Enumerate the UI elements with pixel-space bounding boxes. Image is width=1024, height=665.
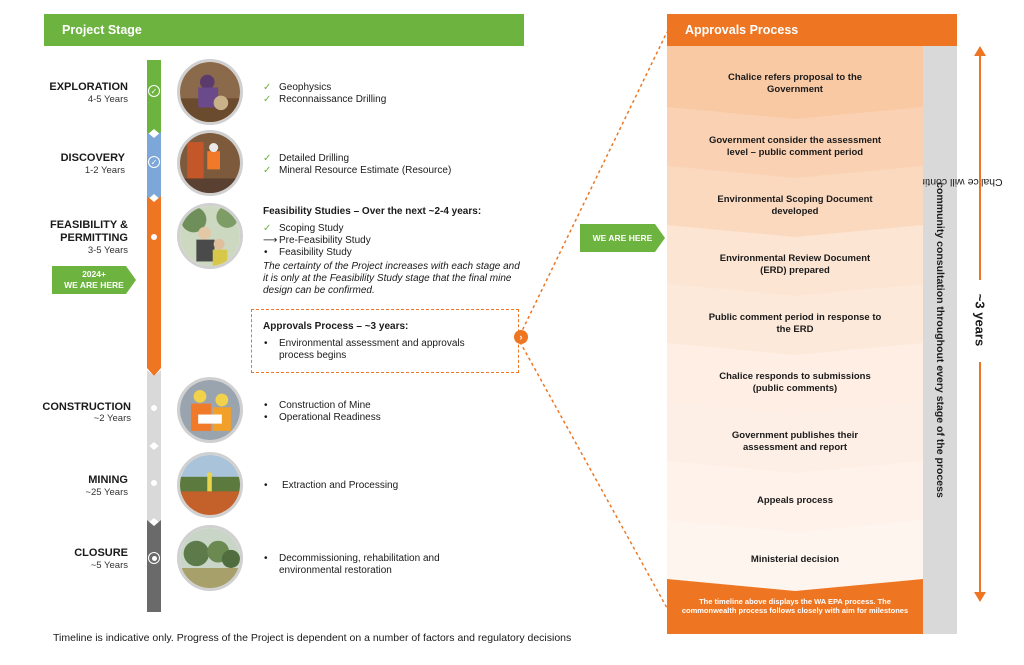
closure-items: • Decommissioning, rehabilitation and env…	[263, 553, 483, 577]
stage-years-closure: ~5 Years	[90, 560, 128, 571]
project-stage-header: Project Stage	[44, 14, 524, 46]
check-icon: ✓	[263, 82, 272, 93]
feasibility-item: Scoping Study	[279, 223, 344, 234]
we-are-here-year: 2024+	[82, 269, 106, 279]
approvals-callout-heading: Approvals Process – ~3 years:	[263, 321, 409, 332]
duration-text: ~3 years	[972, 293, 988, 347]
timeline-node-closure	[148, 552, 160, 564]
bullet-icon: •	[264, 553, 268, 564]
approvals-step-label: Ministerial decision	[750, 553, 840, 565]
approvals-step-label: Government publishes their assessment an…	[731, 430, 859, 453]
discovery-items: ✓ Detailed Drilling ✓ Mineral Resource Est…	[263, 153, 451, 177]
stage-name-feasibility-line1: FEASIBILITY &	[49, 219, 128, 231]
stage-name-construction: CONSTRUCTION	[42, 401, 131, 413]
footer-note: Timeline is indicative only. Progress of…	[53, 632, 572, 644]
construction-photo	[177, 377, 243, 443]
bullet-icon: •	[264, 480, 268, 491]
exploration-photo	[177, 59, 243, 125]
timeline-node-mining	[151, 480, 157, 486]
stage-name-exploration: EXPLORATION	[49, 81, 128, 93]
check-icon: ✓	[263, 223, 272, 234]
approvals-step-label: Government consider the assessment level…	[708, 135, 882, 158]
arrow-right-icon: ⟶	[263, 235, 278, 246]
approvals-callout: Approvals Process – ~3 years: • Environme…	[263, 321, 493, 362]
check-icon: ✓	[263, 165, 272, 176]
approvals-step-label: Chalice refers proposal to the Governmen…	[727, 72, 863, 95]
construction-item: Construction of Mine	[279, 400, 371, 411]
mining-photo	[177, 452, 243, 518]
timeline-node-current	[151, 234, 157, 240]
bullet-icon: •	[264, 247, 268, 258]
stage-years-construction: ~2 Years	[93, 413, 131, 424]
feasibility-note: The certainty of the Project increases w…	[263, 261, 520, 296]
mining-items: • Extraction and Processing	[263, 480, 398, 492]
exploration-item: Reconnaissance Drilling	[279, 94, 387, 105]
bullet-icon: •	[264, 412, 268, 423]
discovery-item: Mineral Resource Estimate (Resource)	[279, 165, 452, 176]
feasibility-item: Pre-Feasibility Study	[279, 235, 371, 246]
mining-item: Extraction and Processing	[282, 480, 399, 491]
community-consultation-bar	[923, 46, 957, 634]
we-are-here-right-tag: WE ARE HERE	[580, 224, 665, 252]
discovery-item: Detailed Drilling	[279, 153, 350, 164]
timeline-segment-feasibility	[147, 196, 161, 376]
exploration-items: ✓ Geophysics ✓ Reconnaissance Drilling	[263, 82, 386, 106]
stage-years-discovery: 1-2 Years	[84, 165, 125, 176]
stage-years-mining: ~25 Years	[85, 487, 128, 498]
feasibility-item: Feasibility Study	[279, 247, 352, 258]
approvals-step-label: Appeals process	[756, 494, 834, 506]
chevron-right-icon: ›	[514, 330, 528, 344]
check-icon: ✓	[263, 94, 272, 105]
closure-item: Decommissioning, rehabilitation and envi…	[279, 553, 440, 576]
check-icon: ✓	[148, 156, 160, 168]
feasibility-heading: Feasibility Studies – Over the next ~2-4…	[263, 206, 482, 217]
feasibility-details: Feasibility Studies – Over the next ~2-4…	[263, 206, 523, 297]
stage-name-mining: MINING	[88, 474, 128, 486]
approvals-process-header: Approvals Process	[667, 14, 957, 46]
project-stage-title: Project Stage	[62, 23, 142, 37]
approvals-callout-item: Environmental assessment and approvals p…	[279, 338, 465, 361]
feasibility-photo	[177, 203, 243, 269]
stage-years-feasibility: 3-5 Years	[87, 245, 128, 256]
check-icon: ✓	[148, 85, 160, 97]
consultation-bold: community consultation throughout every …	[934, 182, 946, 498]
timeline-segment-exploration	[147, 60, 161, 135]
stage-name-feasibility-line2: PERMITTING	[60, 232, 128, 244]
we-are-here-right-label: WE ARE HERE	[592, 232, 653, 243]
we-are-here-label: WE ARE HERE	[64, 280, 124, 290]
timeline-segment-closure	[147, 520, 161, 612]
approvals-step: Chalice refers proposal to the Governmen…	[667, 46, 923, 119]
construction-items: • Construction of Mine • Operational Readi…	[263, 400, 381, 424]
approvals-footer-text: The timeline above displays the WA EPA p…	[681, 597, 909, 615]
exploration-item: Geophysics	[279, 82, 332, 93]
construction-item: Operational Readiness	[279, 412, 381, 423]
timeline-node-construction	[151, 405, 157, 411]
we-are-here-left-tag: 2024+ WE ARE HERE	[52, 266, 136, 294]
approvals-process-title: Approvals Process	[685, 23, 799, 37]
closure-photo	[177, 525, 243, 591]
approvals-step-label: Public comment period in response to the…	[708, 312, 882, 335]
approvals-step-label: Environmental Scoping Document developed	[717, 194, 873, 217]
stage-years-exploration: 4-5 Years	[87, 94, 128, 105]
stage-name-discovery: DISCOVERY	[60, 152, 125, 164]
approvals-step-label: Environmental Review Document (ERD) prep…	[719, 253, 871, 276]
discovery-photo	[177, 130, 243, 196]
check-icon: ✓	[263, 153, 272, 164]
duration-arrow	[974, 46, 986, 602]
bullet-icon: •	[264, 338, 268, 349]
approvals-step-label: Chalice responds to submissions (public …	[719, 371, 871, 394]
connector-lines	[520, 31, 668, 609]
bullet-icon: •	[264, 400, 268, 411]
stage-name-closure: CLOSURE	[74, 547, 128, 559]
